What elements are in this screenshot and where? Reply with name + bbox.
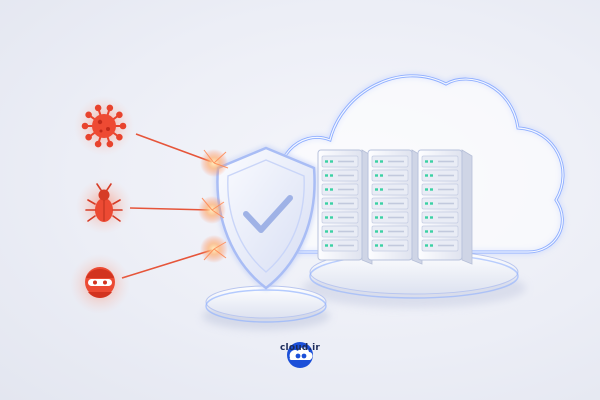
- server-led: [375, 174, 378, 177]
- server-led: [425, 216, 428, 219]
- server-led: [330, 202, 333, 205]
- server-led: [325, 202, 328, 205]
- server-led: [325, 230, 328, 233]
- server-led: [380, 160, 383, 163]
- server-led: [325, 174, 328, 177]
- server-led: [375, 244, 378, 247]
- server-led: [430, 244, 433, 247]
- server-led: [330, 230, 333, 233]
- server-led: [425, 202, 428, 205]
- server-led: [325, 188, 328, 191]
- server-led: [430, 160, 433, 163]
- server-led: [330, 188, 333, 191]
- server-led: [375, 216, 378, 219]
- server-led: [330, 160, 333, 163]
- server-led: [430, 202, 433, 205]
- server-rack: [367, 149, 423, 265]
- server-led: [430, 188, 433, 191]
- server-led: [380, 174, 383, 177]
- server-rack: [417, 149, 473, 265]
- server-led: [430, 216, 433, 219]
- server-led: [325, 216, 328, 219]
- server-led: [375, 202, 378, 205]
- server-rack: [317, 149, 373, 265]
- server-led: [425, 230, 428, 233]
- server-led: [425, 244, 428, 247]
- bug-icon: [76, 178, 132, 234]
- server-led: [380, 230, 383, 233]
- server-led: [430, 230, 433, 233]
- server-led: [380, 202, 383, 205]
- server-led: [425, 160, 428, 163]
- server-led: [375, 230, 378, 233]
- shield-platform: [202, 285, 330, 330]
- server-led: [375, 188, 378, 191]
- impact-sparks: [198, 149, 229, 263]
- brand-name: cloud.ir: [280, 343, 320, 353]
- hacker-icon: [70, 254, 130, 314]
- cloud-logo-icon: [287, 342, 313, 368]
- server-rack-group: [317, 149, 473, 265]
- server-led: [330, 174, 333, 177]
- server-led: [330, 244, 333, 247]
- server-led: [380, 188, 383, 191]
- server-led: [330, 216, 333, 219]
- virus-icon: [74, 96, 134, 156]
- server-led: [430, 174, 433, 177]
- server-led: [425, 174, 428, 177]
- server-led: [325, 160, 328, 163]
- server-led: [325, 244, 328, 247]
- server-led: [375, 160, 378, 163]
- server-led: [425, 188, 428, 191]
- server-led: [380, 216, 383, 219]
- server-led: [380, 244, 383, 247]
- attack-lines: [121, 133, 213, 279]
- shield-check-icon: [216, 146, 316, 290]
